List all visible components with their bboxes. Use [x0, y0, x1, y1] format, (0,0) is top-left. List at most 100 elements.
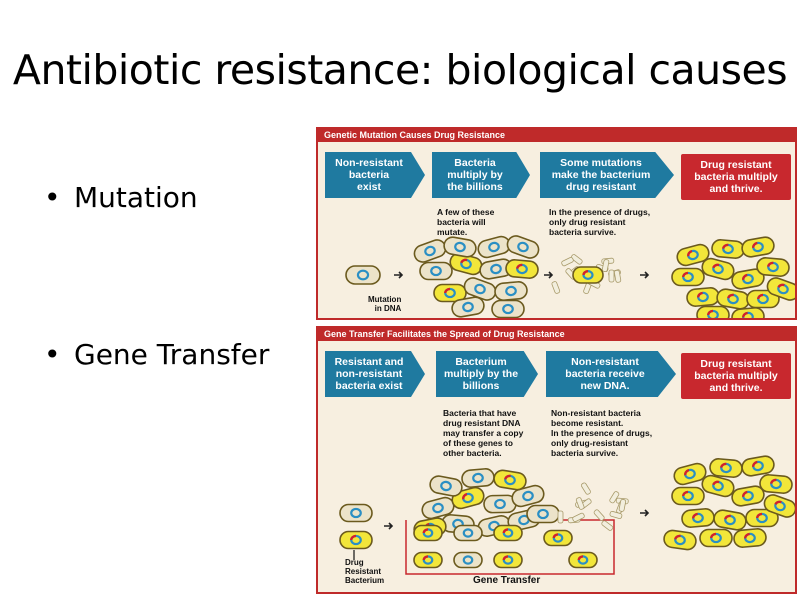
resistant-bacterium	[493, 551, 523, 569]
debris	[557, 510, 564, 524]
debris	[608, 269, 615, 283]
transfer-step-2-arrow: Bacterium multiply by the billions	[436, 351, 538, 397]
debris	[570, 254, 583, 265]
resistant-bacterium	[713, 509, 747, 531]
resistant-bacterium	[701, 257, 735, 281]
slide-title: Antibiotic resistance: biological causes	[12, 46, 788, 94]
bullet-label: Mutation	[74, 181, 198, 214]
resistant-bacterium	[766, 277, 795, 301]
debris	[572, 512, 585, 522]
bacterium	[511, 484, 545, 508]
mutation-step-1-arrow: Non-resistant bacteria exist	[325, 152, 425, 198]
resistant-bacterium	[741, 455, 775, 477]
step-label: Bacterium multiply by the billions	[443, 356, 519, 392]
transfer-step-3-arrow: Non-resistant bacteria receive new DNA.	[546, 351, 676, 397]
resistant-bacterium	[673, 462, 707, 486]
bacterium	[339, 503, 373, 523]
resistant-bacterium	[413, 524, 443, 542]
resistant-bacterium	[671, 267, 705, 287]
mutation-figure: Genetic Mutation Causes Drug Resistance …	[316, 127, 797, 320]
resistant-bacterium	[701, 474, 735, 498]
gene-transfer-figure: Gene Transfer Facilitates the Spread of …	[316, 326, 797, 594]
step-label: Resistant and non-resistant bacteria exi…	[334, 356, 404, 392]
resistant-bacterium	[745, 508, 779, 528]
flow-arrow	[640, 271, 650, 279]
bacterium	[491, 299, 525, 318]
debris	[575, 497, 585, 510]
debris	[609, 510, 623, 519]
drug-resistant-callout: Drug Resistant Bacterium	[345, 558, 385, 585]
resistant-bacterium	[671, 486, 705, 506]
bacterium	[461, 468, 495, 488]
bacterium	[479, 258, 513, 280]
resistant-bacterium	[731, 485, 765, 507]
debris	[601, 520, 614, 531]
resistant-bacterium	[709, 458, 743, 478]
flow-arrow	[384, 522, 394, 530]
resistant-bacterium	[699, 528, 733, 548]
debris	[613, 269, 622, 283]
debris	[580, 482, 591, 495]
transfer-bacteria-illustration	[339, 455, 795, 575]
bacterium	[453, 551, 483, 569]
mutation-bacteria-illustration	[345, 235, 795, 318]
resistant-bacterium	[676, 243, 710, 267]
resistant-bacterium	[413, 551, 443, 569]
debris	[601, 259, 610, 273]
step-label: Non-resistant bacteria receive new DNA.	[565, 356, 645, 392]
transfer-note-2: Non-resistant bacteria become resistant.…	[551, 408, 653, 458]
transfer-step-1-arrow: Resistant and non-resistant bacteria exi…	[325, 351, 425, 397]
bullet-gene-transfer: • Gene Transfer	[44, 338, 269, 371]
step-label: Bacteria multiply by the billions	[447, 157, 503, 193]
bacterium	[345, 265, 381, 285]
mutation-callout: Mutation in DNA	[368, 295, 402, 313]
resistant-bacterium	[759, 474, 793, 494]
bacterium	[429, 475, 463, 497]
resistant-bacterium	[696, 305, 730, 318]
resistant-bacterium	[746, 289, 780, 309]
bacterium	[453, 524, 483, 542]
bacterium	[477, 235, 511, 259]
resistant-bacterium	[756, 257, 790, 277]
bullet-dot: •	[44, 181, 61, 214]
resistant-bacterium	[543, 529, 573, 547]
resistant-bacterium	[493, 524, 523, 542]
result-label: Drug resistant bacteria multiply and thr…	[694, 159, 778, 195]
result-label: Drug resistant bacteria multiply and thr…	[694, 358, 778, 394]
mutation-result-box: Drug resistant bacteria multiply and thr…	[681, 154, 791, 200]
mutation-panel-header: Genetic Mutation Causes Drug Resistance	[318, 129, 795, 142]
debris	[593, 509, 605, 521]
debris	[561, 257, 574, 267]
resistant-bacterium	[433, 283, 467, 303]
bacterium	[443, 236, 477, 258]
step-label: Some mutations make the bacterium drug r…	[551, 157, 651, 193]
flow-arrow	[394, 271, 404, 279]
bullet-dot: •	[44, 338, 61, 371]
bullet-label: Gene Transfer	[74, 338, 270, 371]
resistant-bacterium	[733, 528, 767, 548]
bullet-mutation: • Mutation	[44, 181, 198, 214]
gene-transfer-panel-header: Gene Transfer Facilitates the Spread of …	[318, 328, 795, 341]
bacterium	[526, 504, 560, 524]
resistant-bacterium	[505, 259, 539, 279]
resistant-bacterium	[763, 494, 795, 518]
transfer-result-box: Drug resistant bacteria multiply and thr…	[681, 353, 791, 399]
gene-transfer-bracket	[405, 519, 615, 575]
mutation-step-2-arrow: Bacteria multiply by the billions	[432, 152, 530, 198]
resistant-bacterium	[731, 268, 765, 290]
resistant-bacterium	[572, 266, 604, 284]
gene-transfer-label: Gene Transfer	[473, 575, 541, 586]
mutation-note-1: A few of these bacteria will mutate.	[437, 207, 495, 237]
bacterium	[413, 239, 447, 263]
resistant-bacterium	[741, 236, 775, 258]
bacterium	[419, 261, 453, 281]
bacterium	[483, 494, 517, 514]
transfer-note-1: Bacteria that have drug resistant DNA ma…	[443, 408, 524, 458]
resistant-bacterium	[493, 469, 527, 491]
resistant-bacterium	[568, 551, 598, 569]
resistant-bacterium	[711, 239, 745, 259]
flow-arrow	[640, 509, 650, 517]
bacterium	[451, 296, 485, 318]
bacterium	[506, 235, 540, 259]
resistant-bacterium	[681, 508, 715, 528]
